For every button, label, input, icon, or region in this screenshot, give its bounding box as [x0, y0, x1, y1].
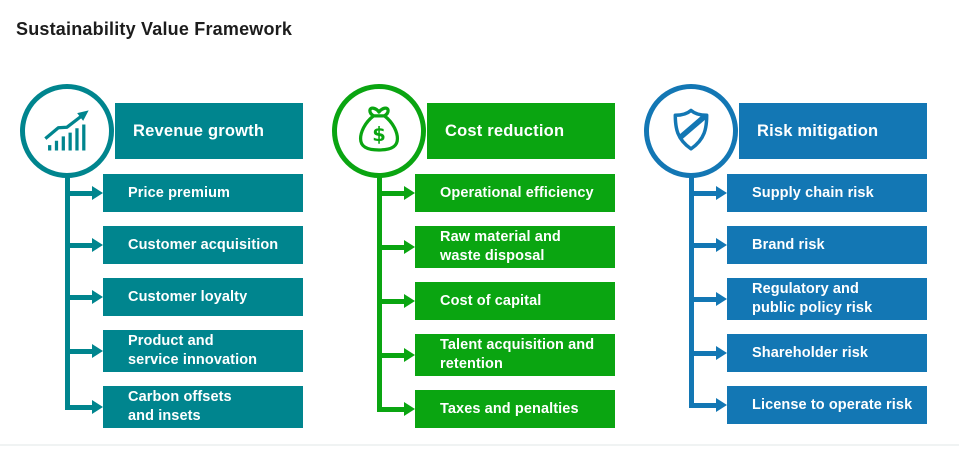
item-row: Operational efficiency — [379, 174, 615, 212]
column-header-label: Revenue growth — [133, 121, 265, 140]
item-box: Regulatory and public policy risk — [727, 278, 927, 320]
column-header: Risk mitigation — [739, 103, 927, 159]
item-box: Shareholder risk — [727, 334, 927, 372]
connector-branch — [67, 404, 92, 410]
arrow-right-icon — [404, 348, 415, 362]
money-bag-icon: $ — [332, 84, 426, 178]
connector-branch — [67, 294, 92, 300]
arrow-right-icon — [404, 240, 415, 254]
connector-branch — [379, 406, 404, 412]
arrow-right-icon — [716, 238, 727, 252]
column-header: Revenue growth — [115, 103, 303, 159]
arrow-right-icon — [404, 402, 415, 416]
arrow-right-icon — [92, 400, 103, 414]
item-box: Taxes and penalties — [415, 390, 615, 428]
arrow-right-icon — [92, 238, 103, 252]
item-box: Customer loyalty — [103, 278, 303, 316]
connector-branch — [379, 298, 404, 304]
item-row: Brand risk — [691, 226, 927, 264]
item-box: Product and service innovation — [103, 330, 303, 372]
item-row: Cost of capital — [379, 282, 615, 320]
item-row: Supply chain risk — [691, 174, 927, 212]
arrow-right-icon — [404, 186, 415, 200]
item-row: Customer loyalty — [67, 278, 303, 316]
item-list: Supply chain risk Brand risk Regulatory … — [691, 174, 927, 424]
item-box: License to operate risk — [727, 386, 927, 424]
item-box: Supply chain risk — [727, 174, 927, 212]
item-row: Shareholder risk — [691, 334, 927, 372]
arrow-right-icon — [92, 344, 103, 358]
column-header: Cost reduction — [427, 103, 615, 159]
column-header-label: Risk mitigation — [757, 121, 879, 140]
item-box: Brand risk — [727, 226, 927, 264]
arrow-right-icon — [716, 346, 727, 360]
shield-icon — [644, 84, 738, 178]
arrow-right-icon — [716, 398, 727, 412]
item-box: Raw material and waste disposal — [415, 226, 615, 268]
page-title: Sustainability Value Framework — [16, 19, 293, 39]
connector-branch — [379, 190, 404, 196]
item-box: Talent acquisition and retention — [415, 334, 615, 376]
connector-branch — [691, 190, 716, 196]
column-risk-mitigation: Risk mitigation Supply chain risk Brand … — [634, 84, 927, 446]
arrow-right-icon — [716, 292, 727, 306]
connector-line — [377, 174, 382, 412]
column-header-label: Cost reduction — [445, 121, 565, 140]
item-row: Raw material and waste disposal — [379, 226, 615, 268]
connector-branch — [691, 402, 716, 408]
item-row: Price premium — [67, 174, 303, 212]
item-box: Carbon offsets and insets — [103, 386, 303, 428]
connector-branch — [691, 350, 716, 356]
item-row: Carbon offsets and insets — [67, 386, 303, 428]
column-revenue-growth: Revenue growth Price premium Customer ac… — [10, 84, 303, 446]
arrow-right-icon — [92, 290, 103, 304]
arrow-right-icon — [404, 294, 415, 308]
item-box: Cost of capital — [415, 282, 615, 320]
item-row: Talent acquisition and retention — [379, 334, 615, 376]
connector-branch — [379, 244, 404, 250]
connector-line — [65, 174, 70, 410]
item-box: Operational efficiency — [415, 174, 615, 212]
item-row: Regulatory and public policy risk — [691, 278, 927, 320]
connector-branch — [67, 348, 92, 354]
svg-text:$: $ — [372, 123, 386, 146]
connector-branch — [691, 296, 716, 302]
item-list: Operational efficiency Raw material and … — [379, 174, 615, 428]
bottom-divider — [0, 444, 959, 446]
connector-branch — [691, 242, 716, 248]
item-row: License to operate risk — [691, 386, 927, 424]
connector-branch — [67, 190, 92, 196]
arrow-right-icon — [92, 186, 103, 200]
connector-branch — [67, 242, 92, 248]
growth-chart-icon — [20, 84, 114, 178]
item-box: Price premium — [103, 174, 303, 212]
connector-branch — [379, 352, 404, 358]
item-row: Customer acquisition — [67, 226, 303, 264]
item-box: Customer acquisition — [103, 226, 303, 264]
item-list: Price premium Customer acquisition Custo… — [67, 174, 303, 428]
item-row: Taxes and penalties — [379, 390, 615, 428]
column-cost-reduction: $ Cost reduction Operational efficiency … — [322, 84, 615, 446]
connector-line — [689, 174, 694, 408]
arrow-right-icon — [716, 186, 727, 200]
item-row: Product and service innovation — [67, 330, 303, 372]
